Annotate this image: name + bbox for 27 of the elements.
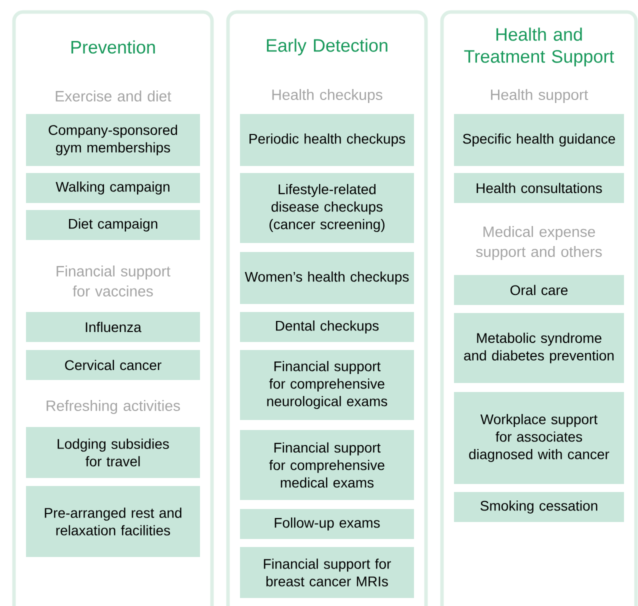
program-box: Pre-arranged rest and relaxation facilities <box>26 486 200 557</box>
program-box: Influenza <box>26 312 200 342</box>
column-title: Early Detection <box>266 38 388 56</box>
program-box: Financial support for comprehensive neurological exams <box>240 350 414 420</box>
program-box: Follow-up exams <box>240 509 414 539</box>
program-box: Lifestyle-related disease checkups (cancer screening) <box>240 173 414 243</box>
program-box: Periodic health checkups <box>240 114 414 166</box>
program-box: Walking campaign <box>26 173 200 203</box>
program-box: Financial support for comprehensive medical exams <box>240 430 414 500</box>
program-box: Specific health guidance <box>454 114 624 166</box>
program-box: Company-sponsored gym memberships <box>26 114 200 166</box>
program-box: Financial support for breast cancer MRIs <box>240 547 414 598</box>
program-box: Oral care <box>454 275 624 305</box>
program-box: Cervical cancer <box>26 350 200 380</box>
program-box: Women’s health checkups <box>240 252 414 304</box>
category-heading: Financial support for vaccines <box>56 266 170 296</box>
column-title: Health and Treatment Support <box>464 28 614 66</box>
program-box: Metabolic syndrome and diabetes prevention <box>454 313 624 383</box>
category-heading: Refreshing activities <box>46 400 180 414</box>
program-box: Smoking cessation <box>454 492 624 522</box>
program-box: Diet campaign <box>26 210 200 240</box>
program-box: Workplace support for associates diagnosed with cancer <box>454 392 624 484</box>
column-title: Prevention <box>71 40 155 54</box>
program-box: Dental checkups <box>240 312 414 342</box>
category-heading: Medical expense support and others <box>476 226 602 260</box>
program-box: Lodging subsidies for travel <box>26 427 200 478</box>
program-box: Health consultations <box>454 173 624 203</box>
